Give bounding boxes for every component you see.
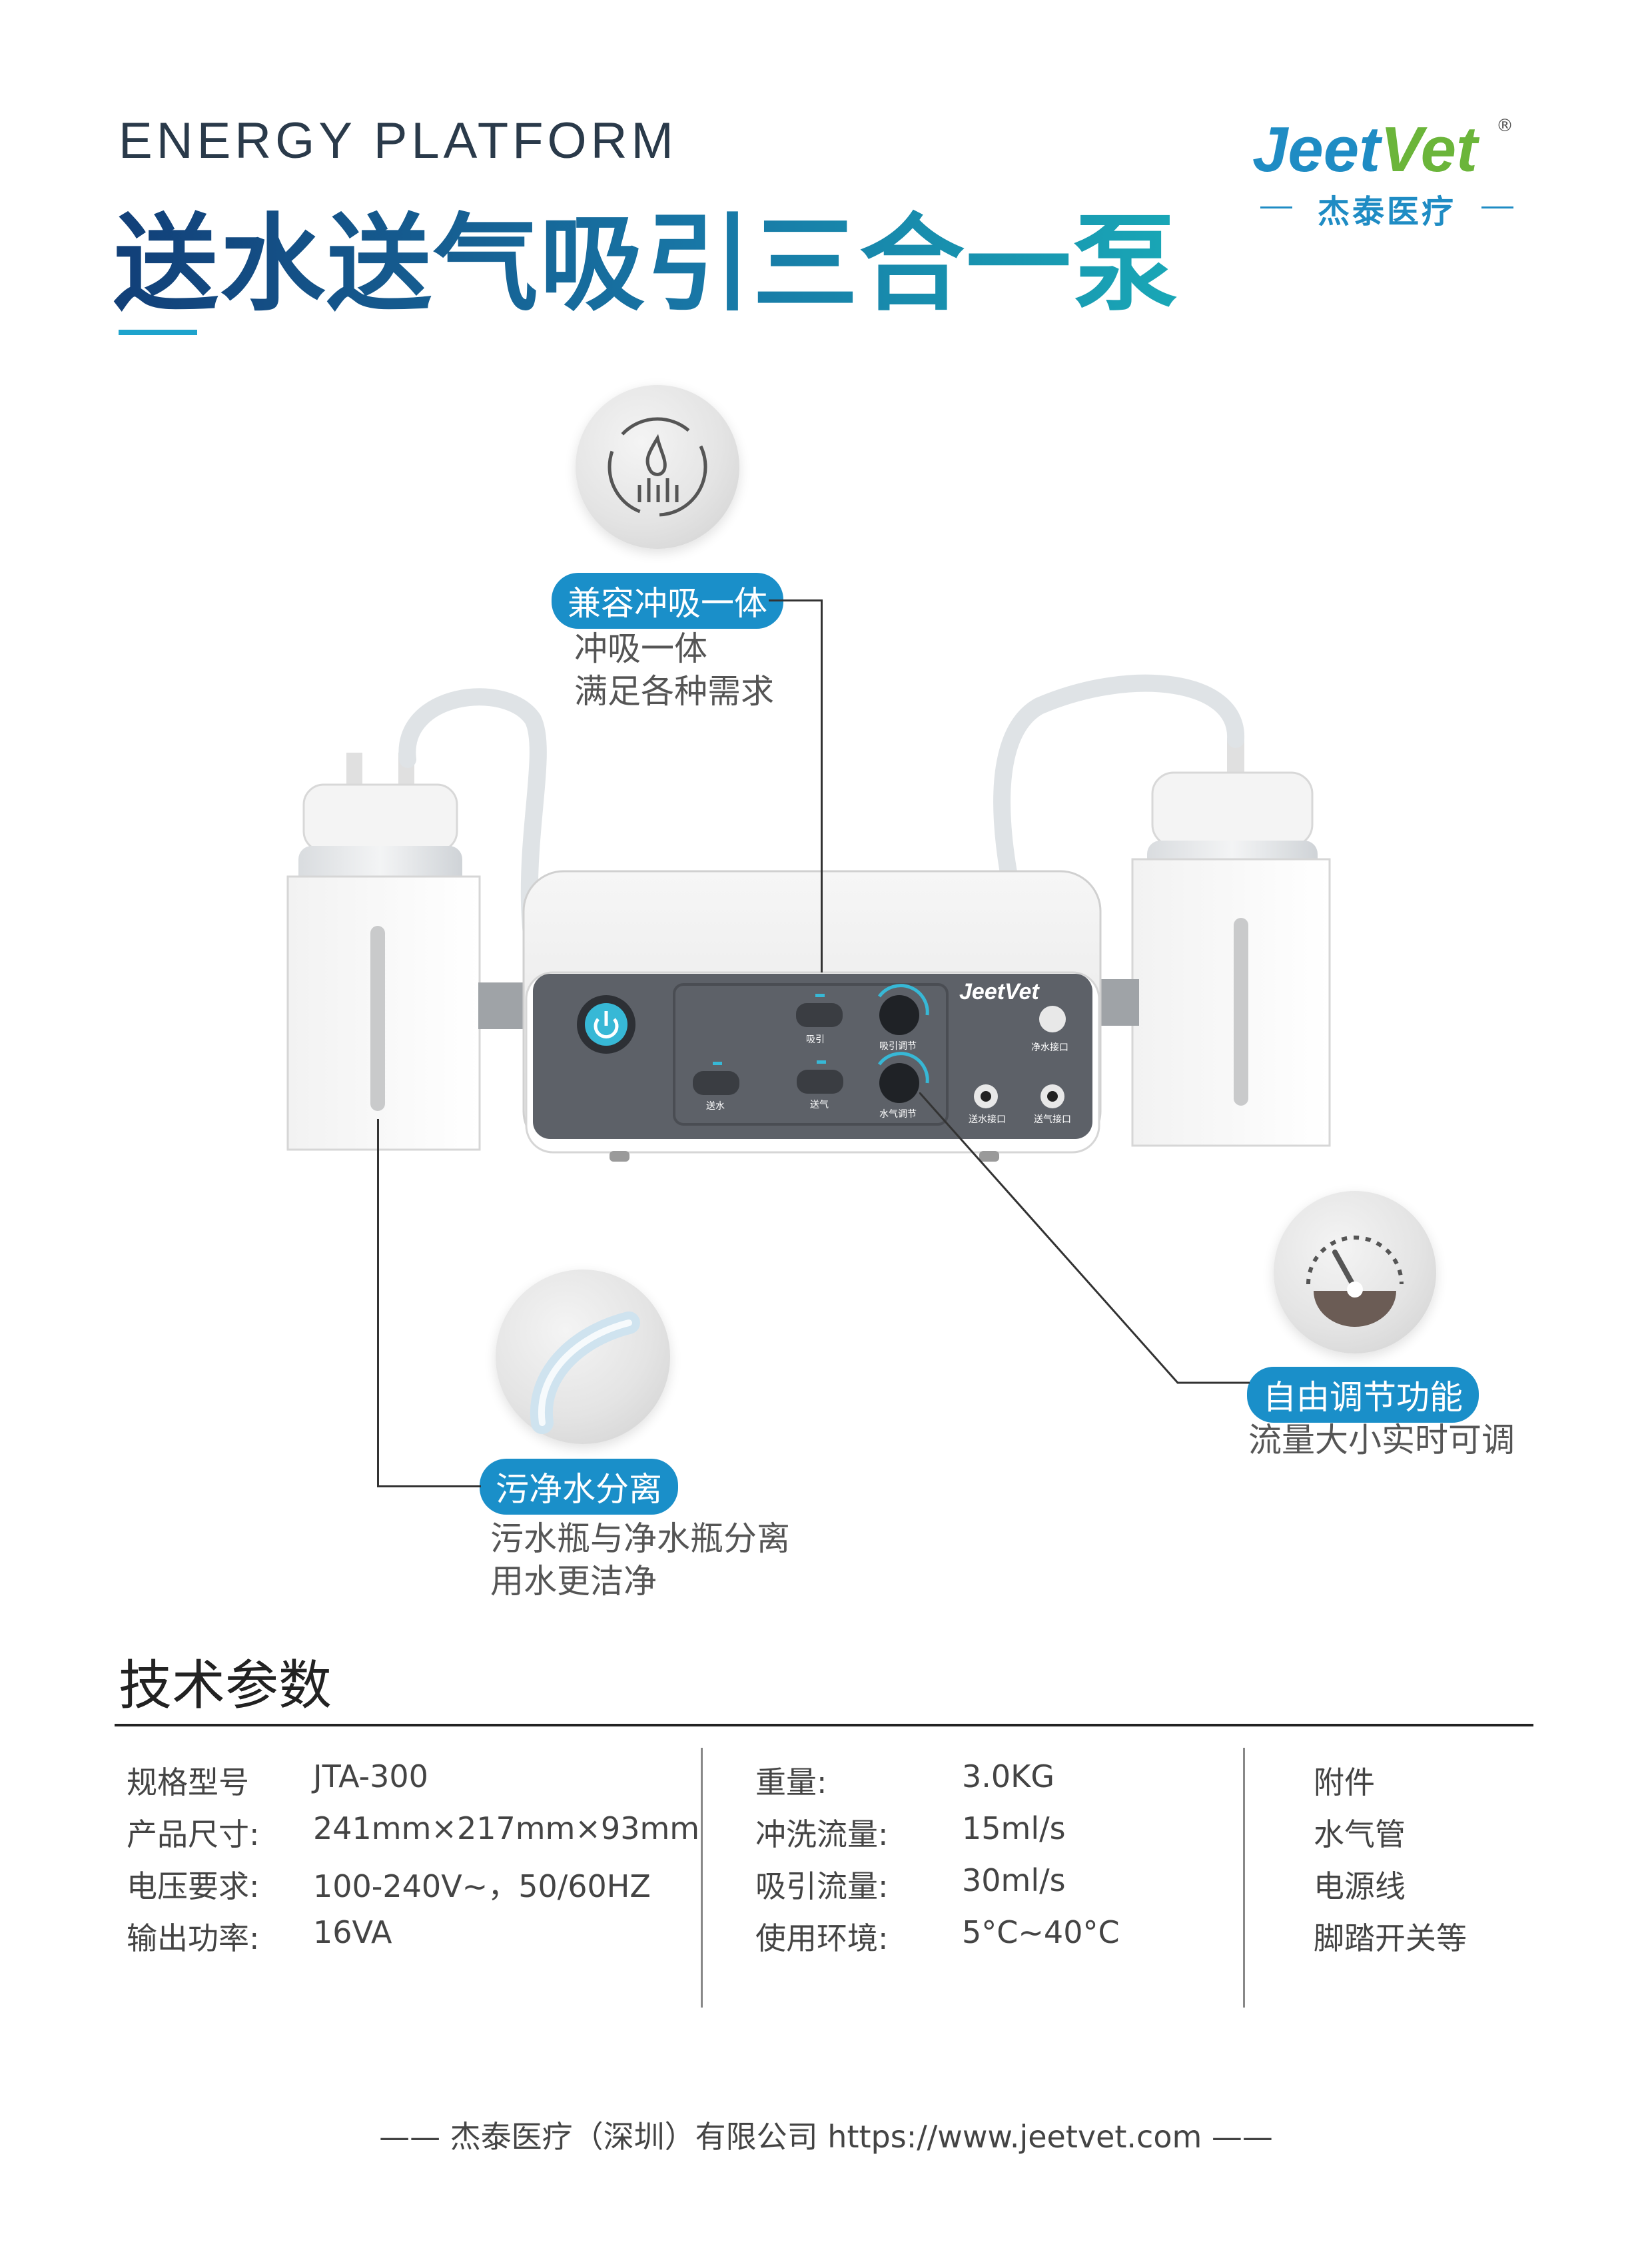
waste-bottle (298, 753, 462, 893)
water-port-label: 送水接口 (969, 1114, 1006, 1125)
water-air-knob-label: 水气调节 (879, 1109, 917, 1120)
leader-line (769, 599, 822, 601)
feature-title-adjustable: 自由调节功能 (1247, 1367, 1479, 1423)
feature-title-integrated: 兼容冲吸一体 (552, 573, 783, 629)
water-button-label: 送水 (706, 1101, 725, 1112)
spec-column-divider (701, 1748, 703, 2008)
leader-line (377, 1485, 481, 1487)
spec-value: 3.0KG (962, 1758, 1054, 1794)
gauge-icon (1274, 1191, 1436, 1353)
footer-company-url: —— 杰泰医疗（深圳）有限公司 https://www.jeetvet.com … (379, 2119, 1273, 2155)
accessory-item: 附件 (1314, 1764, 1375, 1800)
accessory-item: 脚踏开关等 (1314, 1920, 1467, 1956)
spec-value: 241mm×217mm×93mm (313, 1810, 700, 1846)
leader-line (821, 599, 823, 972)
spec-value: 30ml/s (962, 1862, 1066, 1898)
feature-desc-integrated: 冲吸一体 满足各种需求 (574, 627, 774, 713)
suction-button[interactable] (796, 1003, 843, 1027)
feature-desc-line: 用水更洁净 (490, 1562, 657, 1601)
feature-desc-adjustable: 流量大小实时可调 (1248, 1419, 1515, 1461)
clean-water-bottle-holder (1092, 858, 1331, 1147)
feature-title-separation: 污净水分离 (480, 1459, 678, 1515)
spec-label: 电压要求: (127, 1868, 260, 1904)
accessory-item: 电源线 (1314, 1868, 1406, 1904)
clean-water-port[interactable] (1039, 1006, 1066, 1032)
water-cycle-icon (576, 385, 739, 549)
spec-label: 规格型号 (127, 1764, 249, 1800)
title-underline (119, 330, 197, 335)
logo-subtitle: 杰泰医疗 (1260, 185, 1513, 232)
spec-label: 吸引流量: (755, 1868, 889, 1904)
leader-line (919, 1092, 1250, 1384)
spec-value: JTA-300 (313, 1758, 428, 1794)
page-title: 送水送气吸引三合一泵 (113, 179, 1179, 331)
spec-label: 使用环境: (755, 1920, 889, 1956)
spec-value: 15ml/s (962, 1810, 1066, 1846)
eyebrow-text: ENERGY PLATFORM (119, 113, 677, 169)
suction-knob-label: 吸引调节 (879, 1041, 917, 1052)
spec-label: 产品尺寸: (127, 1816, 260, 1852)
brand-logo: JeetVet ® 杰泰医疗 (1252, 113, 1519, 230)
clean-water-port-label: 净水接口 (1031, 1042, 1068, 1053)
spec-label: 重量: (755, 1764, 827, 1800)
spec-value: 16VA (313, 1914, 392, 1950)
logo-wordmark-jeet: Jeet (1252, 114, 1381, 185)
air-button[interactable] (797, 1070, 843, 1094)
leader-line (377, 1119, 379, 1487)
suction-button-label: 吸引 (806, 1034, 825, 1045)
registered-mark: ® (1496, 116, 1513, 136)
feature-desc-line: 冲吸一体 (574, 629, 707, 668)
spec-value: 5°C~40°C (962, 1914, 1120, 1950)
feature-desc-separation: 污水瓶与净水瓶分离 用水更洁净 (490, 1517, 790, 1603)
water-air-knob[interactable] (879, 1063, 919, 1103)
spec-value: 100-240V~，50/60HZ (313, 1868, 651, 1904)
spec-label: 输出功率: (127, 1920, 260, 1956)
logo-wordmark: JeetVet (1252, 113, 1477, 187)
spec-label: 冲洗流量: (755, 1816, 889, 1852)
air-button-label: 送气 (810, 1100, 829, 1110)
accessory-item: 水气管 (1314, 1816, 1406, 1852)
waste-bottle-holder (286, 875, 525, 1151)
spec-divider (115, 1724, 1533, 1726)
feature-desc-line: 污水瓶与净水瓶分离 (490, 1519, 790, 1558)
suction-knob[interactable] (879, 995, 919, 1035)
air-port-label: 送气接口 (1034, 1114, 1071, 1125)
device-brand: JeetVet (959, 979, 1039, 1004)
feature-desc-line: 流量大小实时可调 (1248, 1421, 1515, 1459)
water-button[interactable] (693, 1071, 739, 1095)
spec-column-divider (1243, 1748, 1245, 2008)
spec-heading: 技术参数 (119, 1655, 332, 1716)
feature-desc-line: 满足各种需求 (574, 672, 774, 711)
logo-wordmark-vet: Vet (1380, 114, 1477, 185)
tube-icon (496, 1270, 670, 1444)
power-icon (594, 1018, 619, 1039)
